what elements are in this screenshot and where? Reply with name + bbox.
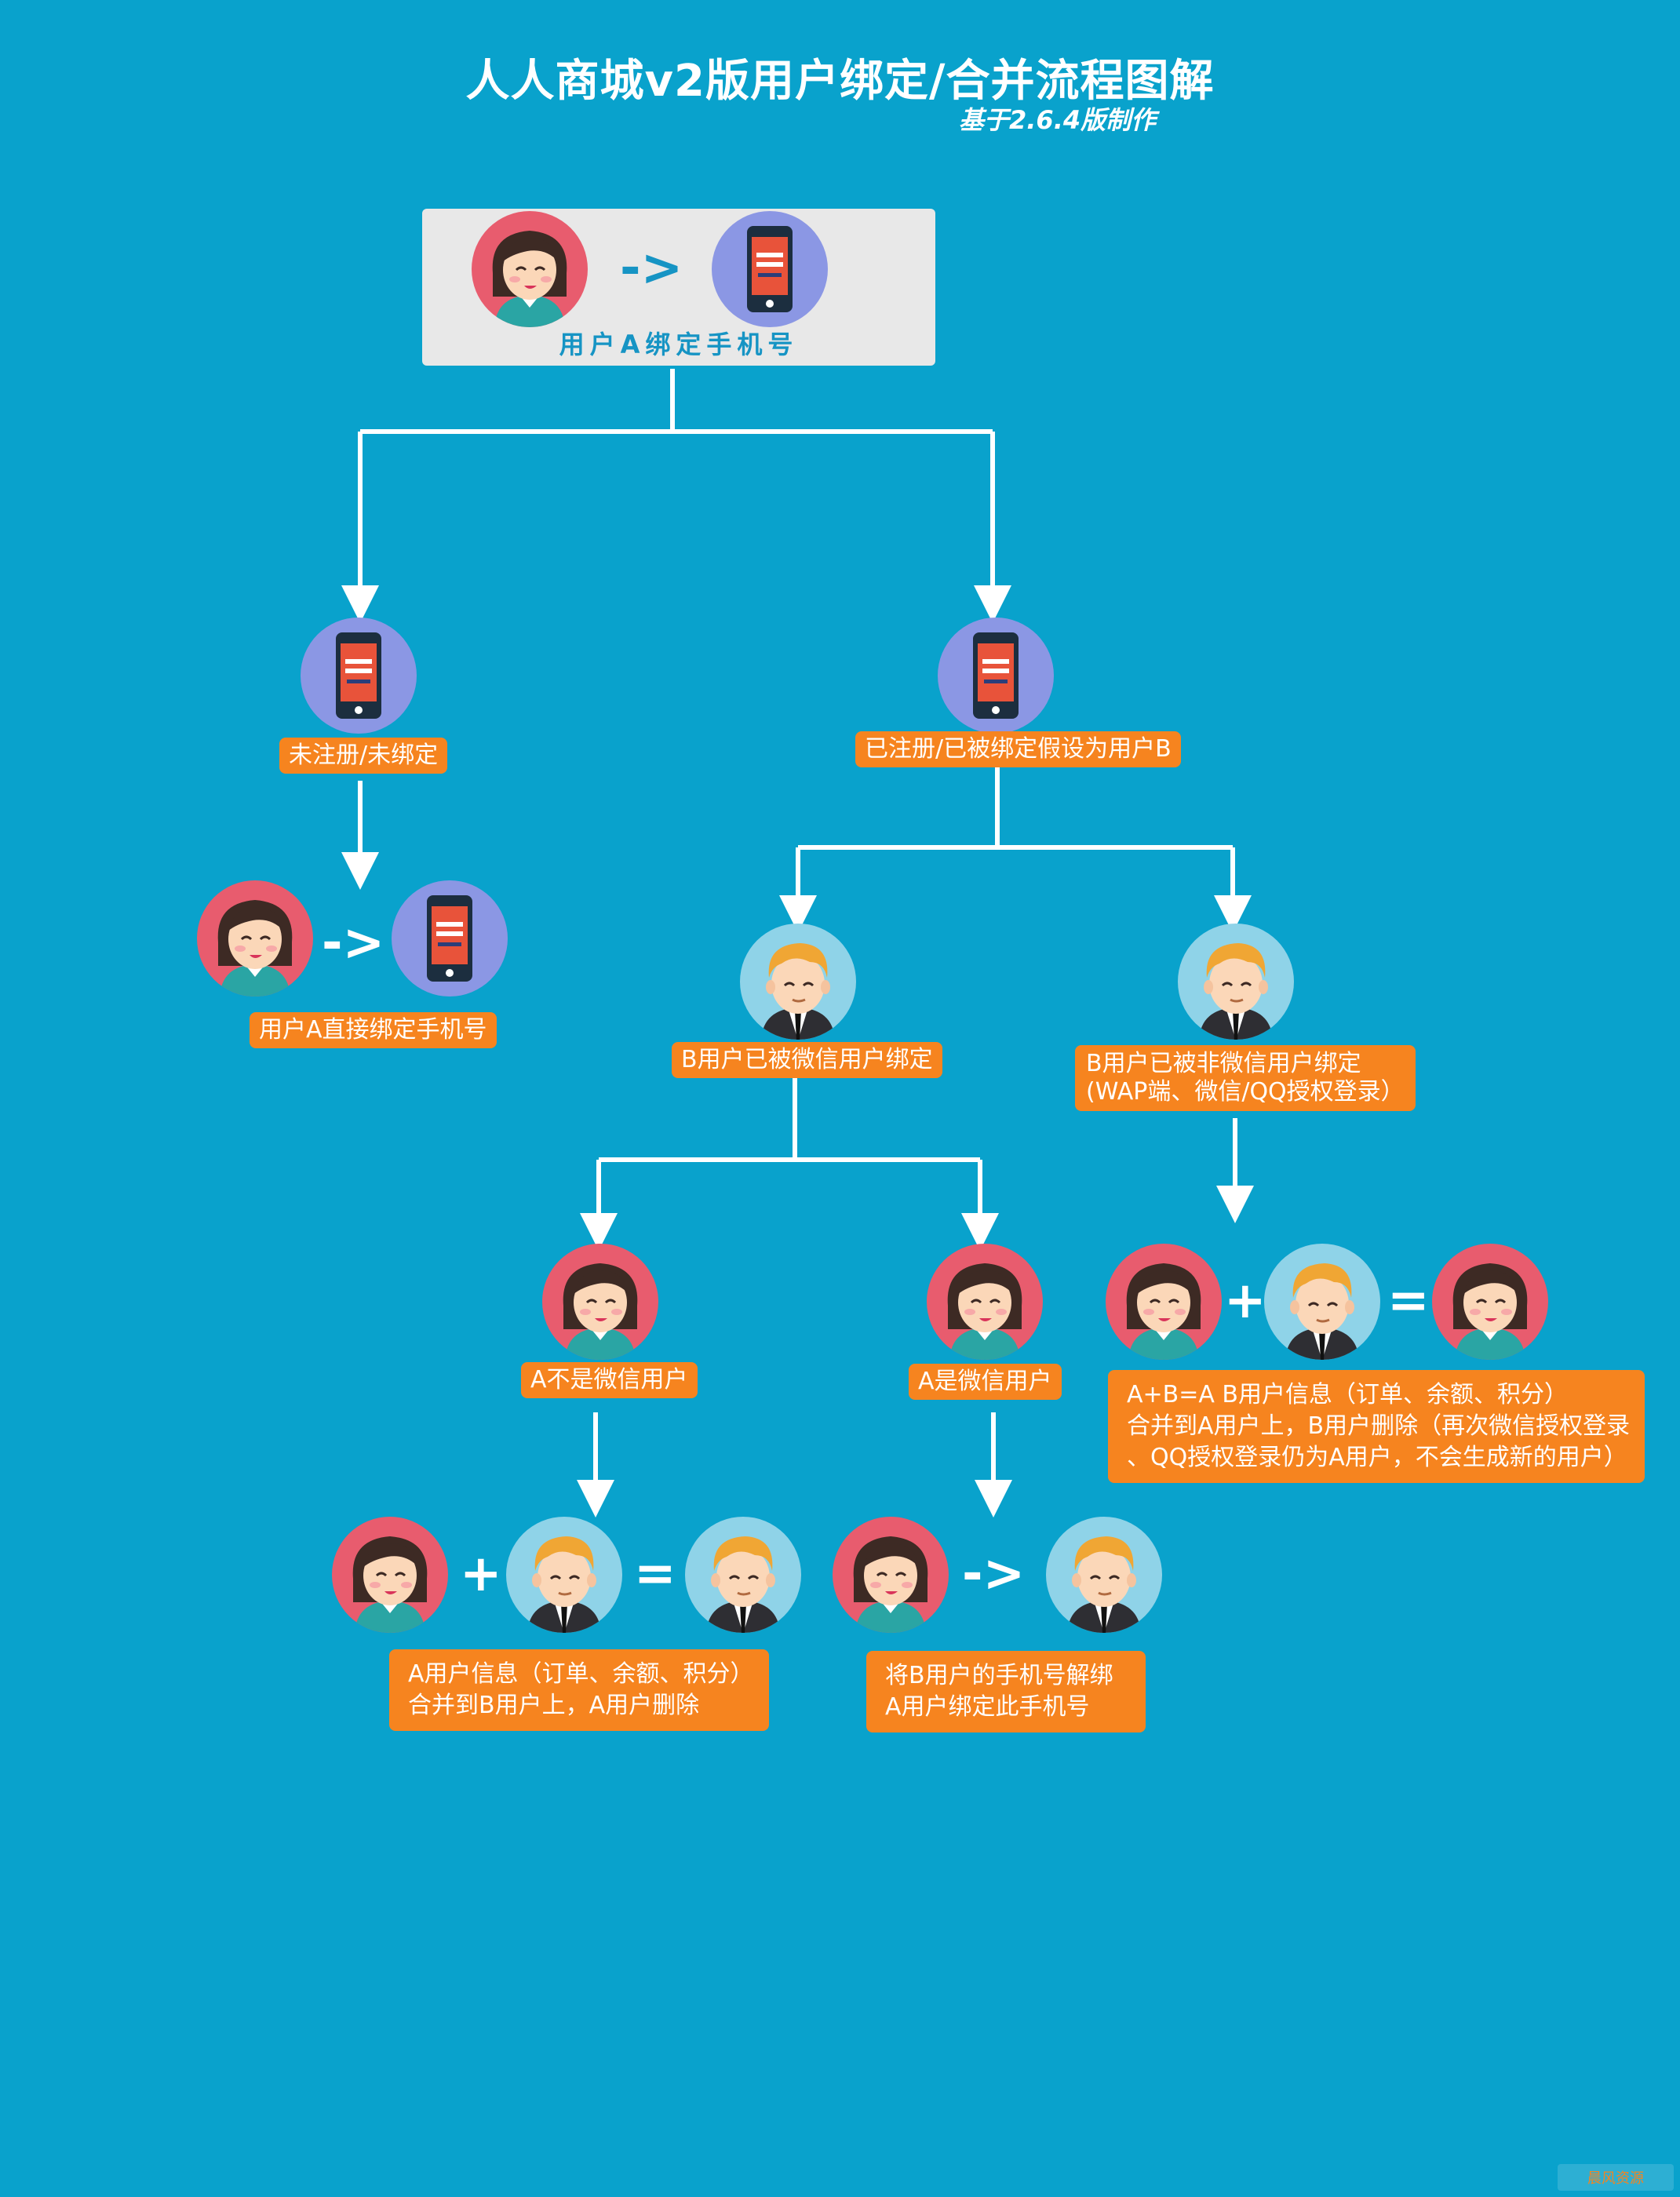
not-wechat-user-tag: A不是微信用户 bbox=[521, 1362, 698, 1398]
male-user-avatar-icon bbox=[1177, 923, 1295, 1044]
female-user-avatar-icon bbox=[1105, 1243, 1223, 1364]
rebind-phone-result-tag: 将B用户的手机号解绑 A用户绑定此手机号 bbox=[866, 1651, 1146, 1732]
mobile-phone-icon bbox=[391, 880, 508, 1000]
status-registered-tag: 已注册/已被绑定假设为用户B bbox=[855, 731, 1181, 767]
connector-wechat-split bbox=[599, 1075, 980, 1160]
arrow-icon: -> bbox=[620, 243, 683, 293]
female-user-avatar-icon bbox=[541, 1243, 659, 1364]
status-unregistered-tag: 未注册/未绑定 bbox=[279, 738, 447, 774]
arrow-icon: -> bbox=[322, 918, 384, 968]
plus-icon: + bbox=[460, 1549, 502, 1599]
female-user-avatar-icon bbox=[1431, 1243, 1549, 1364]
non-wechat-bound-tag: B用户已被非微信用户绑定 (WAP端、微信/QQ授权登录） bbox=[1075, 1045, 1416, 1111]
arrow-icon: -> bbox=[962, 1549, 1025, 1599]
equals-icon: = bbox=[634, 1549, 676, 1599]
female-user-avatar-icon bbox=[471, 210, 589, 331]
start-label: 用户A绑定手机号 bbox=[422, 325, 935, 361]
connector-top-split bbox=[360, 369, 993, 432]
mobile-phone-icon bbox=[937, 617, 1055, 738]
male-user-avatar-icon bbox=[739, 923, 857, 1044]
female-user-avatar-icon bbox=[832, 1516, 949, 1637]
mobile-phone-icon bbox=[300, 617, 417, 738]
female-user-avatar-icon bbox=[926, 1243, 1044, 1364]
merge-into-b-result-tag: A用户信息（订单、余额、积分） 合并到B用户上，A用户删除 bbox=[389, 1649, 769, 1731]
male-user-avatar-icon bbox=[684, 1516, 802, 1637]
direct-bind-result-tag: 用户A直接绑定手机号 bbox=[250, 1012, 497, 1048]
watermark-logo: 晨风资源 bbox=[1558, 2164, 1674, 2191]
female-user-avatar-icon bbox=[196, 880, 314, 1000]
connector-right-split bbox=[798, 767, 1233, 847]
is-wechat-user-tag: A是微信用户 bbox=[909, 1364, 1062, 1400]
equals-icon: = bbox=[1387, 1276, 1430, 1326]
plus-icon: + bbox=[1224, 1276, 1266, 1326]
mobile-phone-icon bbox=[711, 210, 829, 331]
merge-into-a-result-tag: A+B=A B用户信息（订单、余额、积分） 合并到A用户上，B用户删除（再次微信… bbox=[1108, 1370, 1645, 1483]
male-user-avatar-icon bbox=[505, 1516, 623, 1637]
female-user-avatar-icon bbox=[331, 1516, 449, 1637]
male-user-avatar-icon bbox=[1045, 1516, 1163, 1637]
male-user-avatar-icon bbox=[1263, 1243, 1381, 1364]
wechat-bound-tag: B用户已被微信用户绑定 bbox=[672, 1042, 942, 1078]
